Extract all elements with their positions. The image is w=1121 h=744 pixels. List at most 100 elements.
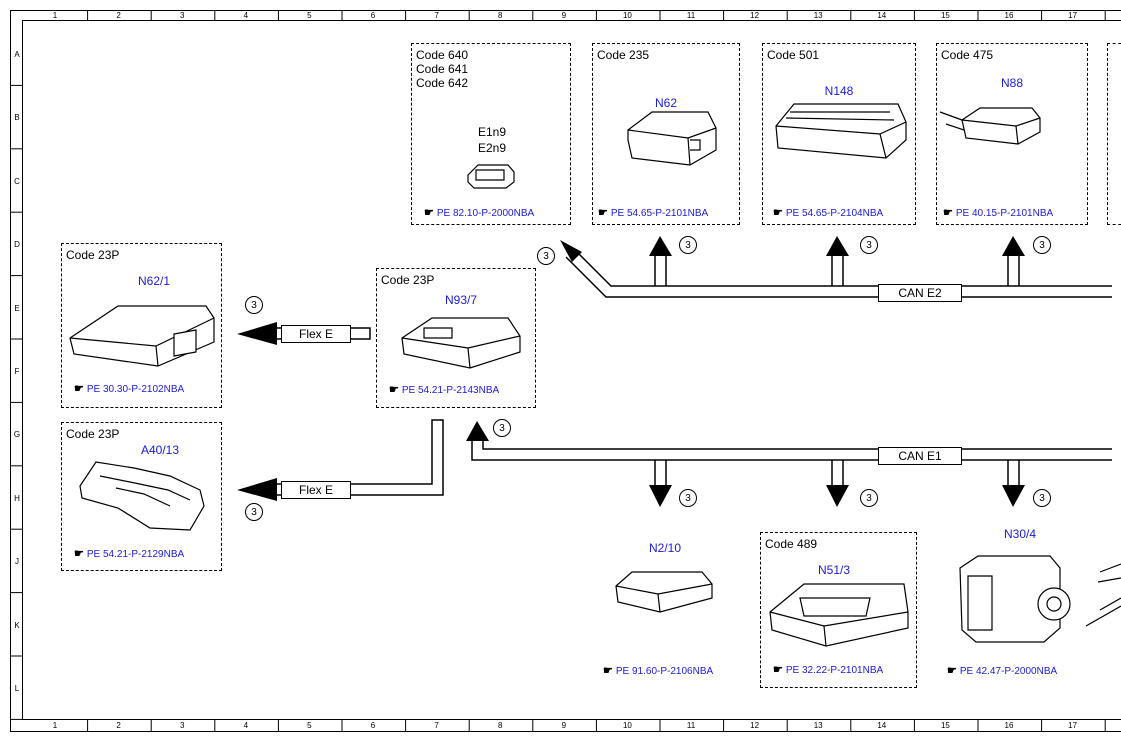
- component-label-n2-10: N2/10: [648, 541, 682, 555]
- component-label: A40/13: [140, 443, 180, 457]
- component-box-n93-7: Code 23P N93/7 ☛PE 54.21-P-2143NBA: [376, 268, 536, 408]
- column-number: 4: [243, 721, 249, 730]
- component-box-a40-13: Code 23P A40/13 ☛PE 54.21-P-2129NBA: [61, 422, 222, 571]
- hand-pointer-icon: ☛: [74, 548, 84, 560]
- column-number: 8: [497, 721, 503, 730]
- hand-pointer-icon: ☛: [603, 665, 613, 677]
- component-label: N62/1: [137, 274, 171, 288]
- column-number: 2: [116, 721, 121, 730]
- component-box-n62: Code 235 N62 ☛PE 54.65-P-2101NBA: [592, 43, 740, 225]
- reference-link-n2-10[interactable]: ☛PE 91.60-P-2106NBA: [603, 664, 713, 677]
- column-number: 11: [686, 721, 696, 730]
- reference-link[interactable]: ☛PE 54.21-P-2129NBA: [74, 547, 184, 560]
- marker-circle: 3: [537, 247, 555, 265]
- reference-link-n30-4[interactable]: ☛PE 42.47-P-2000NBA: [947, 664, 1057, 677]
- column-number: 12: [750, 11, 760, 20]
- hand-pointer-icon: ☛: [773, 664, 783, 676]
- row-letter: D: [14, 240, 20, 250]
- code-label: Code 640 Code 641 Code 642: [416, 48, 469, 90]
- hand-pointer-icon: ☛: [773, 207, 783, 219]
- marker-circle: 3: [1033, 489, 1051, 507]
- column-number: 13: [813, 11, 823, 20]
- reference-text[interactable]: PE 54.21-P-2143NBA: [401, 385, 500, 396]
- column-number: 17: [1068, 11, 1078, 20]
- component-box-n62-1: Code 23P N62/1 ☛PE 30.30-P-2102NBA: [61, 243, 222, 408]
- column-number: 12: [750, 721, 760, 730]
- code-label: Code 475: [941, 48, 994, 62]
- reference-text[interactable]: PE 42.47-P-2000NBA: [959, 666, 1058, 677]
- column-number: 1: [52, 11, 58, 20]
- column-number: 14: [877, 11, 887, 20]
- hand-pointer-icon: ☛: [947, 665, 957, 677]
- reference-text[interactable]: PE 32.22-P-2101NBA: [785, 665, 884, 676]
- row-letter: L: [14, 684, 20, 693]
- column-number: 16: [1004, 721, 1014, 730]
- code-label: Code 23P: [66, 248, 120, 262]
- row-letter: C: [14, 176, 20, 186]
- reference-link[interactable]: ☛PE 54.65-P-2101NBA: [598, 206, 708, 219]
- column-number: 10: [622, 721, 632, 730]
- reference-link[interactable]: ☛PE 30.30-P-2102NBA: [74, 382, 184, 395]
- reference-text[interactable]: PE 54.21-P-2129NBA: [86, 549, 185, 560]
- component-box-cutoff: [1107, 43, 1121, 225]
- reference-text[interactable]: PE 54.65-P-2104NBA: [785, 208, 884, 219]
- reference-text[interactable]: PE 40.15-P-2101NBA: [955, 208, 1054, 219]
- component-box-n148: Code 501 N148 ☛PE 54.65-P-2104NBA: [762, 43, 916, 225]
- column-number: 4: [243, 11, 249, 20]
- reference-text[interactable]: PE 54.65-P-2101NBA: [610, 208, 709, 219]
- reference-text[interactable]: PE 82.10-P-2000NBA: [436, 208, 535, 219]
- component-label: N62: [654, 96, 677, 110]
- column-number: 8: [497, 11, 503, 20]
- bus-label-flex-e-top: Flex E: [281, 325, 351, 343]
- column-number: 13: [813, 721, 823, 730]
- marker-circle: 3: [493, 419, 511, 437]
- column-number: 6: [370, 11, 376, 20]
- column-number: 6: [370, 721, 376, 730]
- column-number: 2: [116, 11, 121, 20]
- column-number: 10: [622, 11, 632, 20]
- component-label: N51/3: [817, 563, 851, 577]
- reference-link[interactable]: ☛PE 54.21-P-2143NBA: [389, 383, 499, 396]
- column-number: 5: [307, 11, 312, 20]
- reference-text[interactable]: PE 91.60-P-2106NBA: [615, 666, 714, 677]
- code-label: Code 23P: [66, 427, 120, 441]
- component-label: N93/7: [444, 293, 478, 307]
- component-label-n30-4: N30/4: [1003, 527, 1037, 541]
- column-number: 16: [1004, 11, 1014, 20]
- column-number: 11: [686, 11, 696, 20]
- code-label: Code 235: [597, 48, 650, 62]
- row-letter: A: [14, 50, 20, 59]
- column-number: 15: [940, 721, 950, 730]
- marker-circle: 3: [679, 236, 697, 254]
- column-number: 9: [561, 721, 567, 730]
- column-number: 9: [561, 11, 567, 20]
- column-number: 15: [940, 11, 950, 20]
- column-number: 5: [307, 721, 312, 730]
- marker-circle: 3: [245, 503, 263, 521]
- bus-label-can-e2: CAN E2: [878, 284, 962, 302]
- row-letter: F: [14, 367, 20, 376]
- component-box-n51-3: Code 489 N51/3 ☛PE 32.22-P-2101NBA: [760, 532, 917, 688]
- column-number: 3: [179, 721, 185, 730]
- code-label: Code 23P: [381, 273, 435, 287]
- column-number: 1: [52, 721, 58, 730]
- hand-pointer-icon: ☛: [74, 383, 84, 395]
- reference-text[interactable]: PE 30.30-P-2102NBA: [86, 384, 185, 395]
- component-box-n88: Code 475 N88 ☛PE 40.15-P-2101NBA: [936, 43, 1088, 225]
- marker-circle: 3: [860, 236, 878, 254]
- marker-circle: 3: [245, 296, 263, 314]
- drawing-frame: [10, 10, 1121, 732]
- reference-link[interactable]: ☛PE 82.10-P-2000NBA: [424, 206, 534, 219]
- row-letter: B: [14, 113, 20, 123]
- marker-circle: 3: [1033, 236, 1051, 254]
- reference-link[interactable]: ☛PE 40.15-P-2101NBA: [943, 206, 1053, 219]
- reference-link[interactable]: ☛PE 54.65-P-2104NBA: [773, 206, 883, 219]
- row-letter: J: [15, 557, 19, 567]
- reference-link[interactable]: ☛PE 32.22-P-2101NBA: [773, 663, 883, 676]
- component-label: E1n9 E2n9: [477, 125, 507, 155]
- code-label: Code 489: [765, 537, 818, 551]
- column-number: 17: [1068, 721, 1078, 730]
- row-letter: G: [13, 430, 21, 440]
- hand-pointer-icon: ☛: [943, 207, 953, 219]
